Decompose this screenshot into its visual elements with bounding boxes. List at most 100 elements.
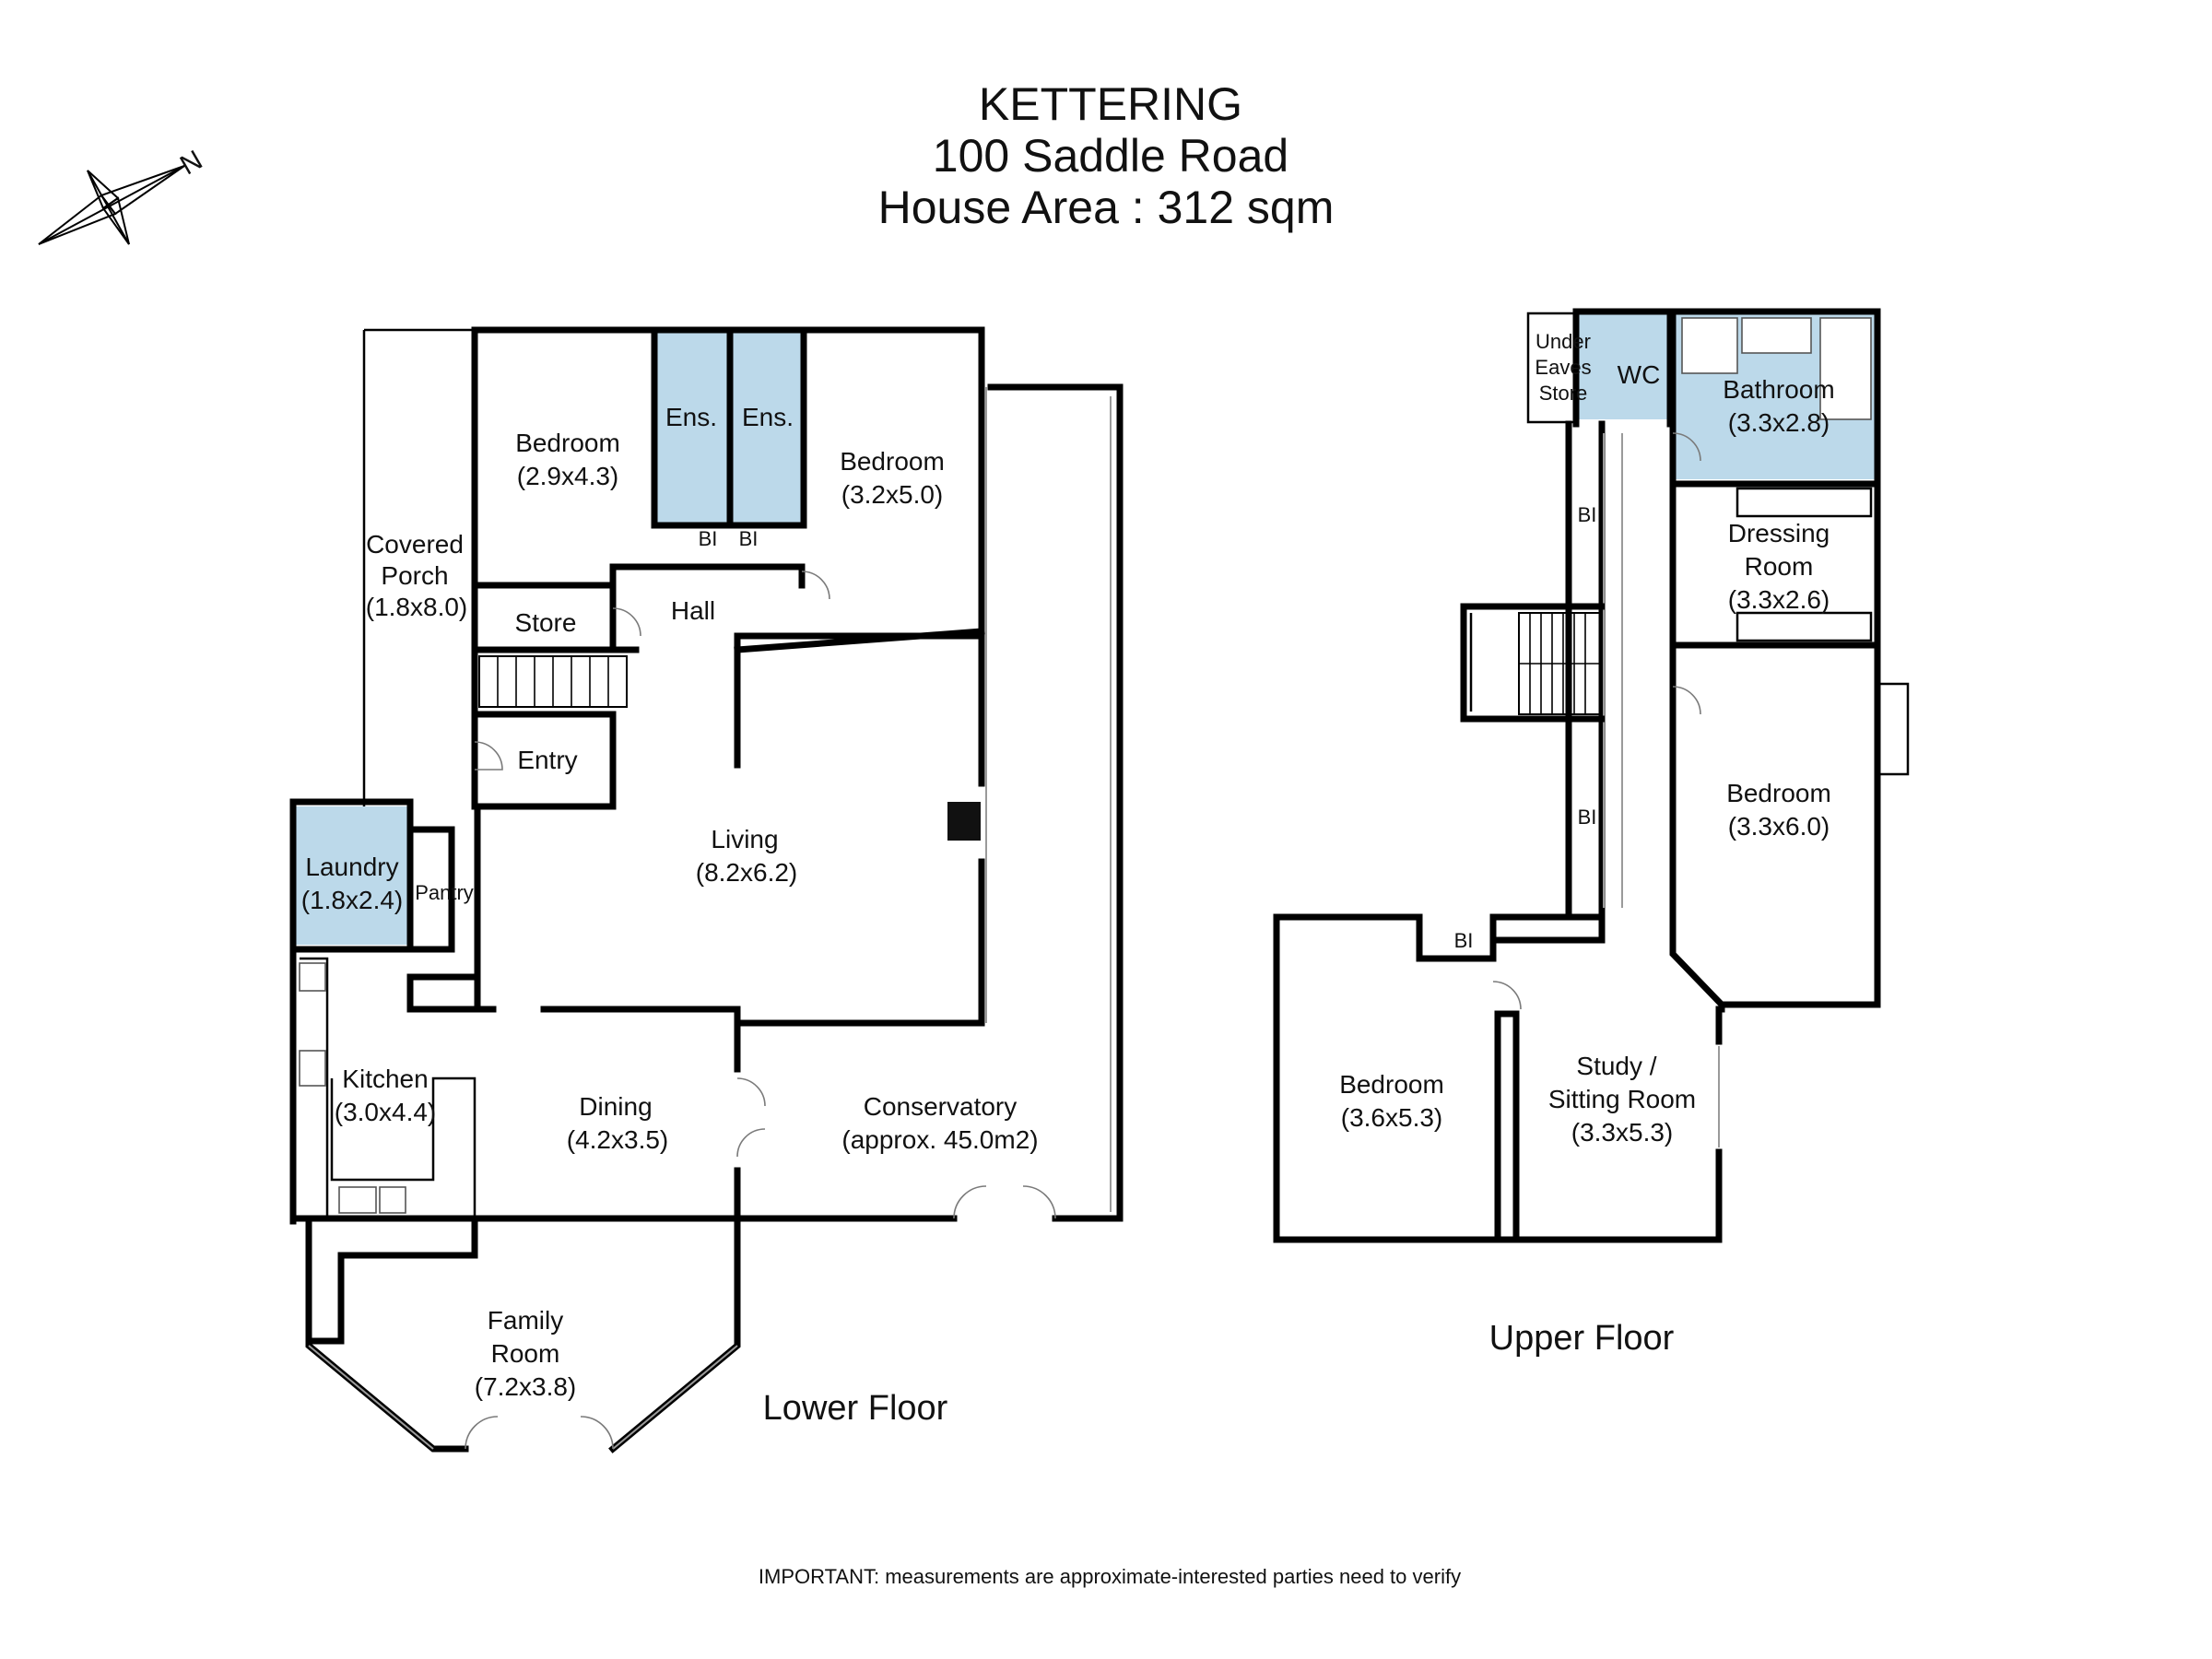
family-nook-walls [305, 1215, 478, 1345]
lower-stairs [478, 655, 628, 708]
bedroom-c-walls [1718, 641, 1881, 1008]
lower-floor: Covered Porch (1.8x8.0) Bedroom (2.9x4.3… [289, 326, 1124, 1453]
conservatory-east-wall [987, 383, 1124, 1220]
bedroom-b-door [801, 571, 830, 600]
kitchen-label: Kitchen [342, 1065, 428, 1093]
sink-2-icon [379, 1186, 406, 1214]
dressing-robes [1735, 487, 1873, 642]
shower-icon [1681, 317, 1738, 374]
wc-label: WC [1618, 360, 1661, 389]
bedroom-c-label: Bedroom [1726, 779, 1831, 807]
store-door [612, 607, 641, 637]
pantry-label: Pantry [415, 881, 474, 904]
family-room-doors [465, 1416, 614, 1450]
bathtub-icon [1819, 317, 1872, 420]
laundry-fill [295, 806, 410, 945]
family-room-label: Family [488, 1306, 563, 1335]
under-eaves-label: Eaves [1535, 356, 1591, 379]
dressing-room-label: Room [1745, 552, 1814, 581]
lower-floor-label: Lower Floor [763, 1389, 948, 1428]
title-address: 100 Saddle Road [933, 130, 1288, 182]
hall-north-wall [609, 563, 806, 589]
bathroom-label: Bathroom [1723, 375, 1834, 404]
bathroom-size: (3.3x2.8) [1728, 408, 1830, 437]
laundry-label: Laundry [305, 853, 398, 881]
north-wall [471, 326, 985, 635]
kitchen-size: (3.0x4.4) [335, 1098, 437, 1126]
study-door [1492, 981, 1522, 1010]
bedroom-a-size: (2.9x4.3) [517, 462, 619, 490]
bedroom-b-size: (3.2x5.0) [841, 480, 944, 509]
covered-porch-outline [362, 328, 475, 806]
under-eaves-label: Store [1539, 382, 1588, 405]
upper-stairs [1518, 612, 1601, 715]
hall-robes [1603, 433, 1623, 908]
bedroom-c-size: (3.3x6.0) [1728, 812, 1830, 841]
ensuite-b-label: Ens. [742, 403, 794, 431]
conservatory-label: Conservatory [864, 1092, 1018, 1121]
kitchen-counters [300, 957, 477, 1221]
laundry-walls [289, 798, 414, 953]
disclaimer-note: IMPORTANT: measurements are approximate-… [759, 1565, 1461, 1588]
bi-a-label: BI [699, 527, 718, 550]
kitchen-nook-walls [406, 973, 481, 1013]
conservatory-size: (approx. 45.0m2) [841, 1125, 1038, 1154]
pantry-walls [406, 826, 455, 953]
upper-floor: Under Eaves Store WC Bathroom (3.3x2.8) … [1273, 308, 1910, 1358]
upper-floor-label: Upper Floor [1489, 1319, 1675, 1358]
bi-b-label: BI [739, 527, 759, 550]
upper-stair-walls [1460, 603, 1606, 723]
living-south-wall [406, 1006, 985, 1027]
bedroom-b-label: Bedroom [840, 447, 945, 476]
bedroom-d-label: Bedroom [1339, 1070, 1444, 1099]
conservatory-glazing [985, 387, 1112, 1212]
family-room-size: (7.2x3.8) [475, 1372, 577, 1401]
laundry-size: (1.8x2.4) [301, 886, 404, 914]
compass-north-label: N [175, 145, 207, 181]
ensuite-a-label: Ens. [665, 403, 717, 431]
dining-size: (4.2x3.5) [567, 1125, 669, 1154]
under-eaves-label: Under [1535, 330, 1591, 353]
vanity-icon [1741, 317, 1812, 354]
covered-porch-label: Covered [366, 530, 464, 559]
bedroom-d-size: (3.6x5.3) [1341, 1103, 1443, 1132]
covered-porch-size: (1.8x8.0) [366, 593, 468, 621]
title-block: KETTERING 100 Saddle Road House Area : 3… [878, 78, 1335, 233]
dressing-room-label: Dressing [1728, 519, 1830, 547]
title-area: House Area : 312 sqm [878, 182, 1335, 233]
ensuite-b-fill [730, 332, 804, 525]
conservatory-doors [953, 1185, 1056, 1219]
bi-hall-bottom-label: BI [1578, 806, 1597, 829]
study-west-wall [1494, 1010, 1520, 1243]
dining-doors [736, 1077, 766, 1158]
study-north-wall [1489, 913, 1606, 944]
entry-door [474, 741, 503, 771]
entry-label: Entry [517, 746, 577, 774]
hall-label: Hall [671, 596, 715, 625]
hall-east-wall [1669, 480, 1725, 1013]
fireplace-icon [947, 802, 981, 841]
study-label: Sitting Room [1548, 1085, 1696, 1113]
family-room-windows [308, 1345, 738, 1450]
compass-icon: N [38, 145, 207, 245]
covered-porch-label: Porch [381, 561, 448, 590]
bedroom-c-door [1672, 686, 1701, 715]
study-label: Study / [1576, 1052, 1656, 1080]
family-room-label: Room [491, 1339, 560, 1368]
cooktop-icon [299, 1050, 326, 1087]
dressing-room-size: (3.3x2.6) [1728, 585, 1830, 614]
bedroom-c-bay [1877, 682, 1910, 776]
wc-walls [1572, 308, 1677, 488]
dressing-room-walls [1669, 480, 1881, 649]
title-suburb: KETTERING [979, 78, 1242, 130]
entry-walls [471, 711, 617, 810]
ensuite-walls [651, 326, 807, 529]
living-size: (8.2x6.2) [696, 858, 798, 887]
living-label: Living [711, 825, 778, 853]
upper-north-wall [1572, 308, 1881, 488]
store-label: Store [515, 608, 577, 637]
bathroom-door [1672, 432, 1701, 462]
bedroom-a-label: Bedroom [515, 429, 620, 457]
wc-fill [1576, 313, 1670, 419]
